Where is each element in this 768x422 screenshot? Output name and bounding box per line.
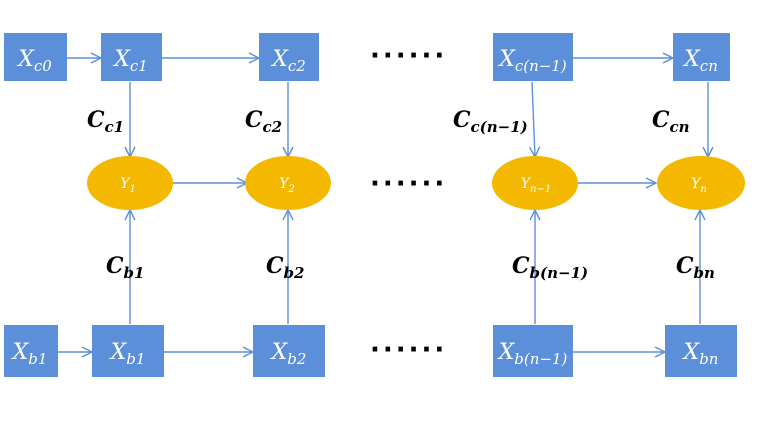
node-top-1-box	[4, 33, 67, 81]
node-mid-1-ellipse	[87, 156, 173, 210]
ellipsis-top: ······	[370, 41, 447, 71]
node-bottom-1-label: Xb1	[11, 340, 48, 368]
edge-label-top-1: Cc1	[87, 107, 124, 136]
node-top-1-label: Xc0	[16, 47, 52, 75]
node-bottom-1-box	[4, 325, 58, 377]
edge-label-top-3: Cc(n−1)	[453, 107, 528, 136]
node-bottom-4-label: Xb(n−1)	[497, 340, 568, 368]
edge-label-bottom-1: Cb1	[106, 253, 144, 282]
node-top-4-box	[493, 33, 573, 81]
node-mid-1-label: Y1	[120, 176, 136, 195]
node-bottom-5-label: Xbn	[682, 340, 719, 368]
node-top-2-label: Xc1	[112, 47, 148, 75]
node-mid-4-ellipse	[657, 156, 745, 210]
node-top-4-label: Xc(n−1)	[497, 47, 567, 75]
node-bottom-2-box	[92, 325, 164, 377]
edge-label-bottom-2: Cb2	[266, 253, 304, 282]
ellipsis-middle: ······	[370, 169, 447, 199]
node-mid-2-label: Y2	[279, 176, 295, 195]
node-bottom-3-box	[253, 325, 325, 377]
node-bottom-4-box	[493, 325, 573, 377]
node-bottom-2-label: Xb1	[109, 340, 146, 368]
node-top-5-label: Xcn	[682, 47, 718, 75]
node-mid-3-ellipse	[492, 156, 578, 210]
node-mid-2-ellipse	[245, 156, 331, 210]
node-top-3-label: Xc2	[270, 47, 306, 75]
node-top-2-box	[101, 33, 162, 81]
node-bottom-3-label: Xb2	[270, 340, 307, 368]
ellipsis-bottom: ······	[370, 335, 447, 365]
node-top-3-box	[259, 33, 319, 81]
node-bottom-5-box	[665, 325, 737, 377]
node-top-5-box	[673, 33, 730, 81]
edge-label-bottom-3: Cb(n−1)	[512, 253, 588, 282]
node-mid-4-label: Yn	[691, 176, 707, 195]
edge-label-top-2: Cc2	[245, 107, 282, 136]
edge-label-top-4: Ccn	[652, 107, 690, 136]
node-mid-3-label: Yn−1	[521, 176, 551, 195]
arrow-xcn1-yn1	[532, 81, 535, 157]
edge-label-bottom-4: Cbn	[676, 253, 715, 282]
